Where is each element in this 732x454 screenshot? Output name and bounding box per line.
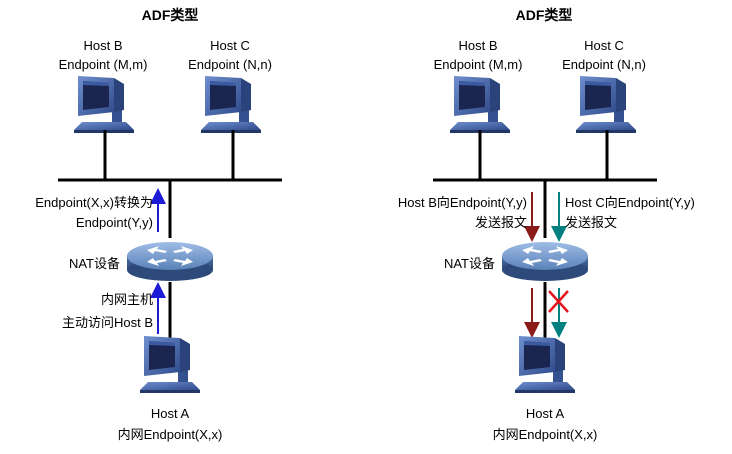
right-panel: ADF类型 Host B Endpoint (M,m) Host C Endpo… <box>398 7 695 442</box>
right-host-a-computer-icon <box>515 336 575 393</box>
left-host-b-name: Host B <box>83 38 122 53</box>
left-host-a-name: Host A <box>151 406 190 421</box>
left-translate-line2: Endpoint(Y,y) <box>76 215 153 230</box>
left-nat-label: NAT设备 <box>69 256 120 271</box>
left-host-b-endpoint: Endpoint (M,m) <box>59 57 148 72</box>
right-host-c-endpoint: Endpoint (N,n) <box>562 57 646 72</box>
right-host-b-name: Host B <box>458 38 497 53</box>
right-host-b-endpoint: Endpoint (M,m) <box>434 57 523 72</box>
left-translate-line1: Endpoint(X,x)转换为 <box>35 195 153 210</box>
right-host-a-name: Host A <box>526 406 565 421</box>
left-host-c-name: Host C <box>210 38 250 53</box>
right-b-send-line2: 发送报文 <box>475 215 527 230</box>
left-inner-line1: 内网主机 <box>101 292 153 307</box>
left-nat-router-icon <box>127 242 213 281</box>
right-nat-router-icon <box>502 242 588 281</box>
right-nat-label: NAT设备 <box>444 256 495 271</box>
right-host-c-name: Host C <box>584 38 624 53</box>
left-host-a-computer-icon <box>140 336 200 393</box>
left-panel: ADF类型 Host B Endpoint (M,m) Host C Endpo… <box>35 7 282 442</box>
right-b-send-line1: Host B向Endpoint(Y,y) <box>398 195 527 210</box>
left-host-c-computer-icon <box>201 76 261 133</box>
right-host-c-computer-icon <box>576 76 636 133</box>
right-host-b-computer-icon <box>450 76 510 133</box>
right-c-send-line1: Host C向Endpoint(Y,y) <box>565 195 695 210</box>
left-host-a-endpoint: 内网Endpoint(X,x) <box>118 427 223 442</box>
right-c-send-line2: 发送报文 <box>565 215 617 230</box>
left-title: ADF类型 <box>142 7 199 23</box>
left-inner-line2: 主动访问Host B <box>62 315 153 330</box>
right-host-a-endpoint: 内网Endpoint(X,x) <box>493 427 598 442</box>
right-title: ADF类型 <box>516 7 573 23</box>
left-host-b-computer-icon <box>74 76 134 133</box>
blocked-cross-icon <box>548 290 569 313</box>
left-host-c-endpoint: Endpoint (N,n) <box>188 57 272 72</box>
